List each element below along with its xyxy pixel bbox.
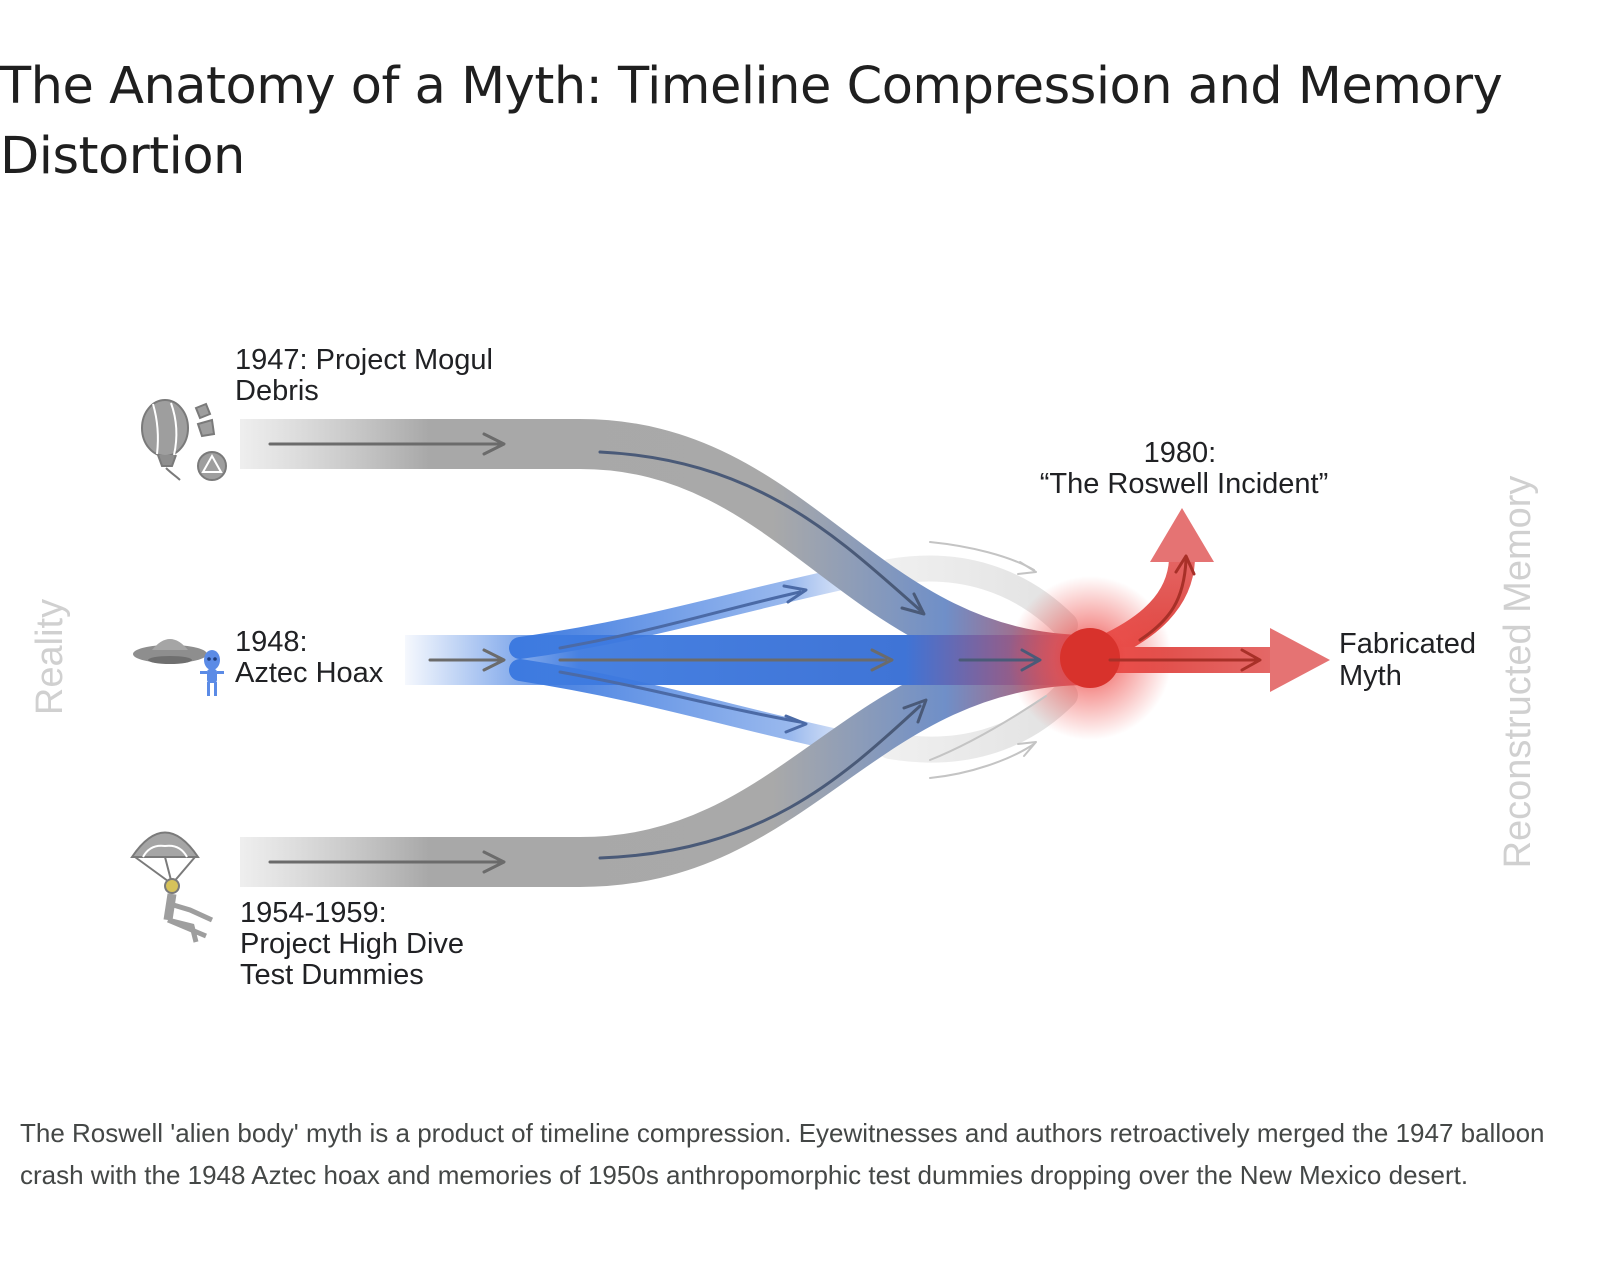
label-line: Project High Dive — [240, 928, 464, 960]
parachute-dummy-icon — [130, 831, 214, 943]
label-line: 1948: — [235, 626, 308, 658]
side-label-reality: Reality — [29, 599, 71, 715]
label-line: 1980: — [1144, 437, 1217, 469]
merge-point — [1060, 628, 1120, 688]
label-high-dive: 1954-1959: Project High Dive Test Dummie… — [240, 897, 472, 991]
label-line: Aztec Hoax — [235, 657, 384, 689]
label-line: Debris — [235, 375, 319, 407]
label-line: Test Dummies — [240, 959, 424, 991]
label-line: Myth — [1339, 660, 1402, 692]
ufo-alien-icon — [133, 639, 224, 696]
label-line: 1947: Project Mogul — [235, 344, 493, 376]
label-fabricated-myth: Fabricated Myth — [1339, 628, 1484, 692]
label-roswell-incident: 1980: “The Roswell Incident” — [1040, 437, 1329, 500]
fabricated-myth-arrowhead — [1270, 628, 1330, 692]
page-title: The Anatomy of a Myth: Timeline Compress… — [0, 57, 1503, 186]
side-label-reconstructed-memory: Reconstructed Memory — [1497, 476, 1539, 869]
label-line: “The Roswell Incident” — [1040, 468, 1329, 500]
label-project-mogul: 1947: Project Mogul Debris — [235, 344, 501, 407]
label-line: 1954-1959: — [240, 897, 387, 929]
balloon-debris-icon — [141, 399, 227, 481]
flow-direction-arrows — [268, 432, 1262, 874]
label-aztec-hoax: 1948: Aztec Hoax — [235, 626, 384, 689]
diagram-canvas: 1947: Project Mogul Debris 1948: Aztec H… — [29, 344, 1539, 991]
myth-flow-diagram: 1947: Project Mogul Debris 1948: Aztec H… — [0, 240, 1600, 1090]
label-line: Fabricated — [1339, 628, 1476, 660]
figure-caption: The Roswell 'alien body' myth is a produ… — [20, 1118, 1545, 1190]
roswell-incident-arrowhead — [1150, 508, 1214, 562]
